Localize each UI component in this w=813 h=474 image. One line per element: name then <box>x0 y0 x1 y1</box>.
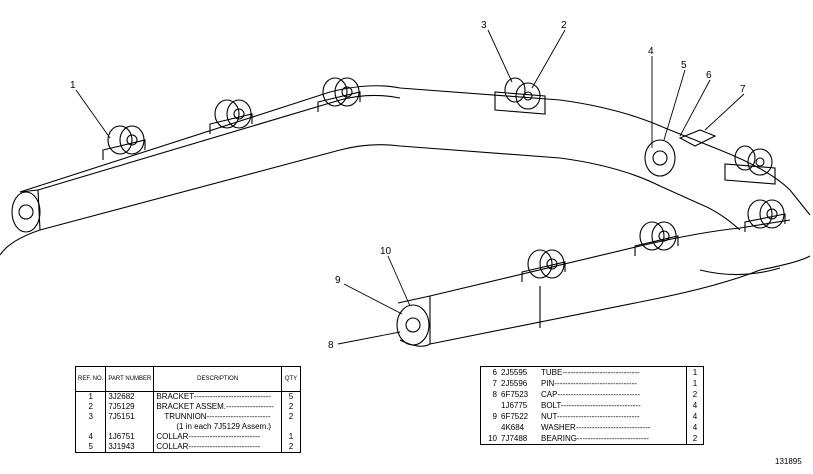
roller-bracket-2 <box>209 99 253 134</box>
bearing-assembly <box>644 129 717 177</box>
callout-5: 5 <box>681 60 687 71</box>
table-row: 1J6775 BOLT-----------------------------… <box>481 400 703 411</box>
trunnion-bracket-right <box>724 145 776 185</box>
table-row: 2 7J5129 BRACKET ASSEM.-----------------… <box>76 402 300 412</box>
table-row: 7 2J5596 PIN----------------------------… <box>481 378 703 389</box>
roller-bracket-4 <box>744 199 786 232</box>
frame-rail-lower <box>397 219 791 304</box>
parts-table-left: REF. NO. PART NUMBER DESCRIPTION QTY 1 3… <box>75 366 301 453</box>
col-desc: DESCRIPTION <box>153 367 282 392</box>
callout-1: 1 <box>70 80 76 91</box>
roller-bracket-3 <box>317 77 361 112</box>
end-cap-front <box>396 304 430 346</box>
callout-6: 6 <box>706 70 712 81</box>
callout-2: 2 <box>561 20 567 31</box>
table-row: 4K684 WASHER----------------------------… <box>481 422 703 433</box>
trunnion-bracket-upper <box>494 77 546 115</box>
callout-10: 10 <box>380 246 392 257</box>
roller-bracket-6 <box>521 249 566 282</box>
table-row: 5 3J1943 COLLAR-------------------------… <box>76 442 300 452</box>
table-row: (1 in each 7J5129 Assem.) <box>76 422 300 432</box>
callout-3: 3 <box>481 20 487 31</box>
col-part: PART NUMBER <box>105 367 154 392</box>
roller-bracket-1 <box>102 125 146 160</box>
callout-4: 4 <box>648 46 654 57</box>
table-row: 8 6F7523 CAP----------------------------… <box>481 389 703 400</box>
frame-rail-upper-lower-edge <box>39 144 741 231</box>
table-row: 3 7J5151 TRUNNION-----------------------… <box>76 412 300 422</box>
table-row: 4 1J6751 COLLAR-------------------------… <box>76 432 300 442</box>
table-row: 10 7J7488 BEARING-----------------------… <box>481 433 703 444</box>
roller-bracket-5 <box>634 221 679 256</box>
parts-table-right: 6 2J5595 TUBE---------------------------… <box>480 366 704 445</box>
callout-8: 8 <box>328 340 334 351</box>
callout-7: 7 <box>740 84 746 95</box>
table-row: 6 2J5595 TUBE---------------------------… <box>481 367 703 378</box>
frame-rail-upper <box>19 85 811 216</box>
col-qty: QTY <box>281 367 300 392</box>
callout-9: 9 <box>335 275 341 286</box>
table-row: 1 3J2682 BRACKET------------------------… <box>76 391 300 402</box>
table-row: 9 6F7522 NUT----------------------------… <box>481 411 703 422</box>
drawing-number: 131895 <box>775 457 802 466</box>
col-ref: REF. NO. <box>76 367 106 392</box>
end-cap-left <box>11 191 41 233</box>
